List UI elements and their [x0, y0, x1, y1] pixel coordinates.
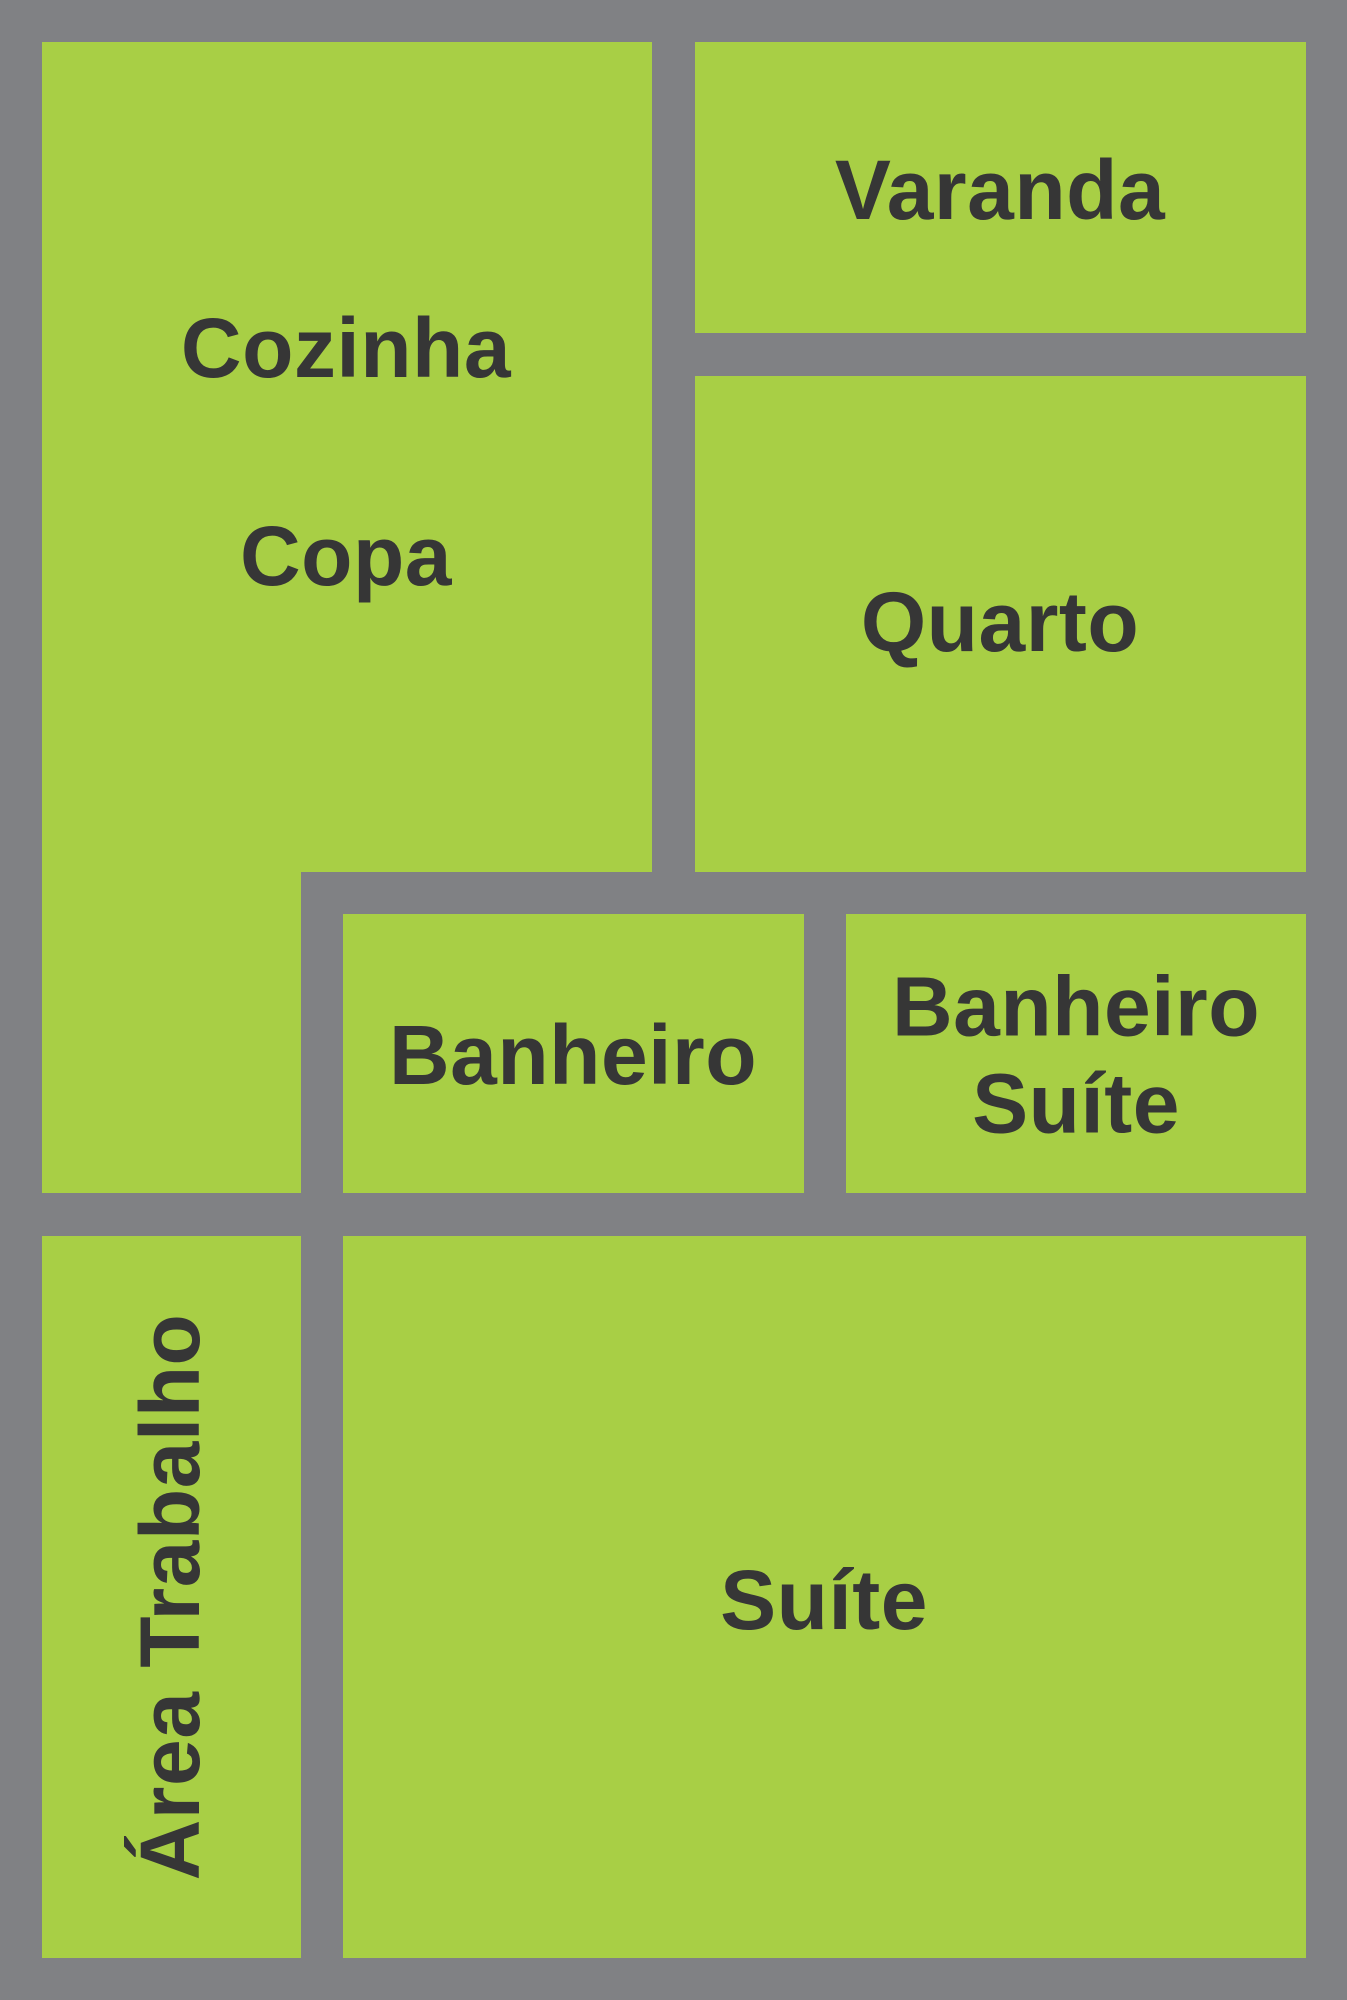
- label-banheiro-suite-line2: Suíte: [972, 1056, 1180, 1150]
- label-cozinha: Cozinha: [180, 301, 512, 395]
- room-cozinha-copa-extension: [42, 860, 301, 1193]
- room-area-trabalho: [42, 1236, 301, 1958]
- label-area-trabalho: Área Trabalho: [123, 1313, 217, 1881]
- label-suite: Suíte: [720, 1553, 928, 1647]
- room-banheiro-suite: [846, 914, 1306, 1193]
- label-copa: Copa: [240, 509, 452, 603]
- label-banheiro-suite-line1: Banheiro: [891, 959, 1261, 1054]
- label-varanda: Varanda: [834, 143, 1166, 237]
- label-banheiro: Banheiro: [388, 1008, 758, 1102]
- room-varanda: [695, 42, 1306, 333]
- label-quarto: Quarto: [860, 575, 1140, 669]
- room-cozinha-copa: [42, 42, 652, 872]
- room-banheiro: [343, 914, 804, 1193]
- room-suite: [343, 1236, 1306, 1958]
- label-banheiro-suite: Banheiro Suíte: [892, 958, 1260, 1151]
- room-quarto: [695, 376, 1306, 872]
